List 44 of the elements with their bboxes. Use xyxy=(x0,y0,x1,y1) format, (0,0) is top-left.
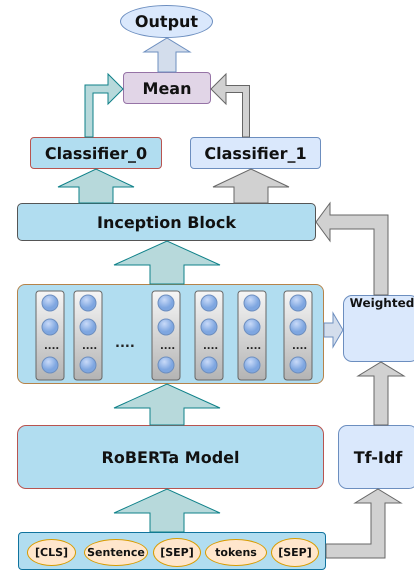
token-label: [CLS] xyxy=(34,546,68,559)
node-label: Classifier_0 xyxy=(44,144,148,162)
classifier-box xyxy=(190,137,321,169)
block-arrow xyxy=(114,488,220,532)
block-arrow xyxy=(324,311,344,349)
classifier-box xyxy=(30,137,162,169)
block-arrow xyxy=(315,201,388,296)
block-arrow xyxy=(84,72,124,138)
block-arrow xyxy=(142,37,192,72)
block-arrow xyxy=(212,168,290,204)
inception-block-box xyxy=(17,203,316,241)
node-label: Weighted xyxy=(350,296,414,310)
model-box xyxy=(17,425,324,489)
node-label: RoBERTa Model xyxy=(102,448,240,466)
token-ellipse xyxy=(27,539,76,566)
ellipsis-label: .... xyxy=(44,342,60,352)
ellipsis-label: .... xyxy=(292,342,308,352)
block-arrow xyxy=(114,240,220,284)
token-label: Sentence xyxy=(87,546,145,559)
block-arrow xyxy=(356,361,406,426)
node-label: Classifier_1 xyxy=(204,144,307,162)
ellipsis-label: .... xyxy=(203,342,218,352)
ellipsis-label: .... xyxy=(115,337,135,350)
block-arrow xyxy=(58,168,134,204)
node-label: Tf-Idf xyxy=(354,448,402,466)
block-arrow xyxy=(210,72,250,138)
mean-box xyxy=(123,72,211,104)
token-ellipse xyxy=(271,538,319,567)
hidden-states-panel xyxy=(17,284,324,384)
token-input-bar xyxy=(18,532,326,570)
token-label: [SEP] xyxy=(160,546,194,559)
node-label: Output xyxy=(134,12,198,31)
ellipsis-label: .... xyxy=(246,342,262,352)
token-ellipse xyxy=(153,538,201,567)
tf-idf-box xyxy=(338,425,414,489)
ellipsis-label: .... xyxy=(160,342,176,352)
node-label: Mean xyxy=(142,78,192,98)
weighted-box xyxy=(343,295,414,362)
block-arrow xyxy=(326,488,403,558)
node-label: Inception Block xyxy=(96,212,236,232)
token-label: tokens xyxy=(215,546,257,559)
token-label: [SEP] xyxy=(278,546,312,559)
block-arrow xyxy=(114,383,220,426)
ellipsis-label: .... xyxy=(82,342,98,352)
